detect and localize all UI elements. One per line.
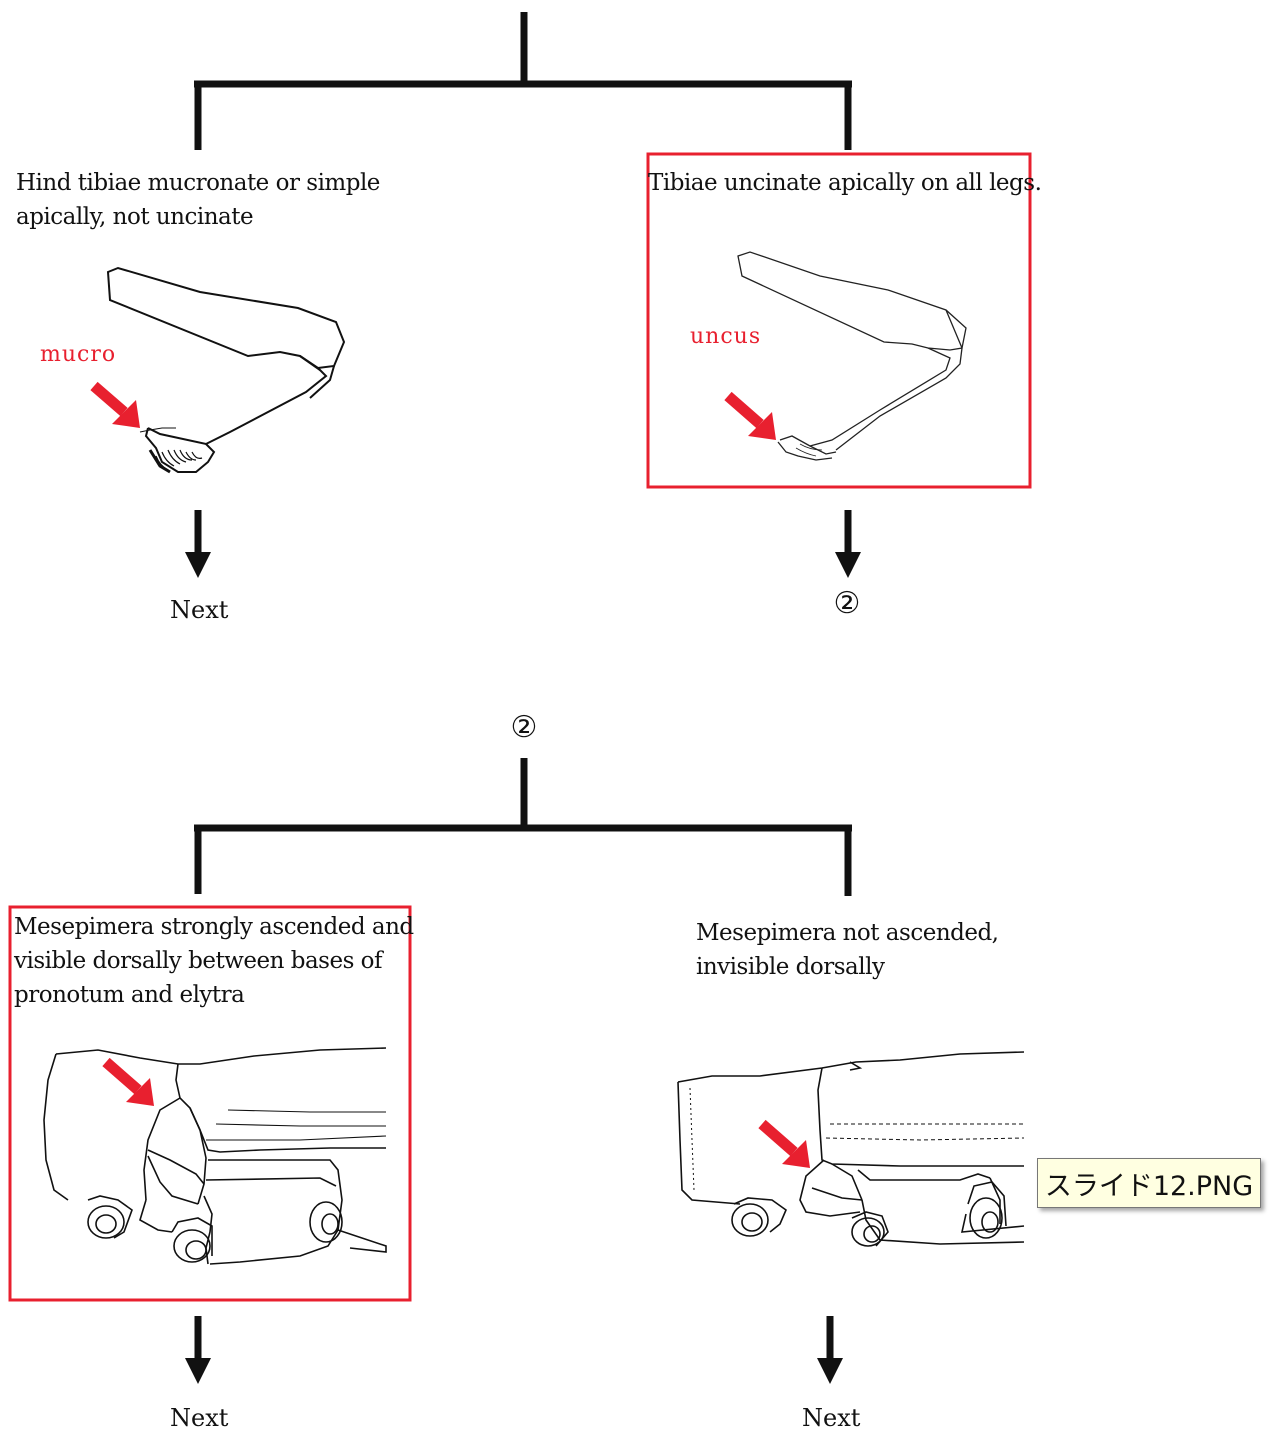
red-pointer-arrow-icon — [724, 391, 776, 440]
red-pointer-arrow-icon — [102, 1057, 154, 1106]
couplet1-left-line: Hind tibiae mucronate or simple — [16, 170, 380, 196]
red-pointer-arrow-icon — [758, 1119, 810, 1168]
down-arrow-icon — [817, 1316, 843, 1384]
couplet2-bracket — [194, 758, 852, 896]
couplet2-heading: ② — [510, 709, 538, 745]
couplet2-right-text: Mesepimera not ascended, invisible dorsa… — [696, 916, 999, 984]
couplet1-bracket — [194, 12, 852, 150]
couplet2-left-line: visible dorsally between bases of — [14, 948, 383, 974]
couplet2-left-selection-box — [8, 905, 412, 1302]
couplet2-right-line: invisible dorsally — [696, 954, 885, 980]
couplet1-right-line: Tibiae uncinate apically on all legs. — [648, 170, 1042, 196]
couplet2-left-line: pronotum and elytra — [14, 982, 245, 1008]
mucro-label: mucro — [40, 342, 117, 367]
couplet2-left-text: Mesepimera strongly ascended and visible… — [14, 910, 414, 1012]
couplet1-right-text: Tibiae uncinate apically on all legs. — [648, 166, 1042, 200]
uncinate-leg-drawing — [737, 251, 967, 461]
couplet1-left-line: apically, not uncinate — [16, 204, 254, 230]
thorax-not-ascended-drawing — [677, 1051, 1025, 1247]
couplet2-right-result[interactable]: Next — [802, 1404, 861, 1432]
thorax-ascended-drawing — [43, 1047, 387, 1265]
down-arrow-icon — [185, 1316, 211, 1384]
couplet1-right-result[interactable]: ② — [833, 585, 861, 621]
couplet1-right-selection-box — [646, 152, 1032, 489]
mucronate-leg-drawing — [106, 266, 346, 474]
down-arrow-icon — [185, 510, 211, 578]
couplet1-left-text: Hind tibiae mucronate or simple apically… — [16, 166, 380, 234]
couplet2-right-line: Mesepimera not ascended, — [696, 920, 999, 946]
couplet2-left-result[interactable]: Next — [170, 1404, 229, 1432]
filename-tooltip: スライド12.PNG — [1037, 1158, 1261, 1208]
couplet1-left-result[interactable]: Next — [170, 596, 229, 624]
down-arrow-icon — [835, 510, 861, 578]
red-pointer-arrow-icon — [90, 381, 140, 428]
couplet2-left-line: Mesepimera strongly ascended and — [14, 914, 414, 940]
uncus-label: uncus — [690, 324, 762, 349]
